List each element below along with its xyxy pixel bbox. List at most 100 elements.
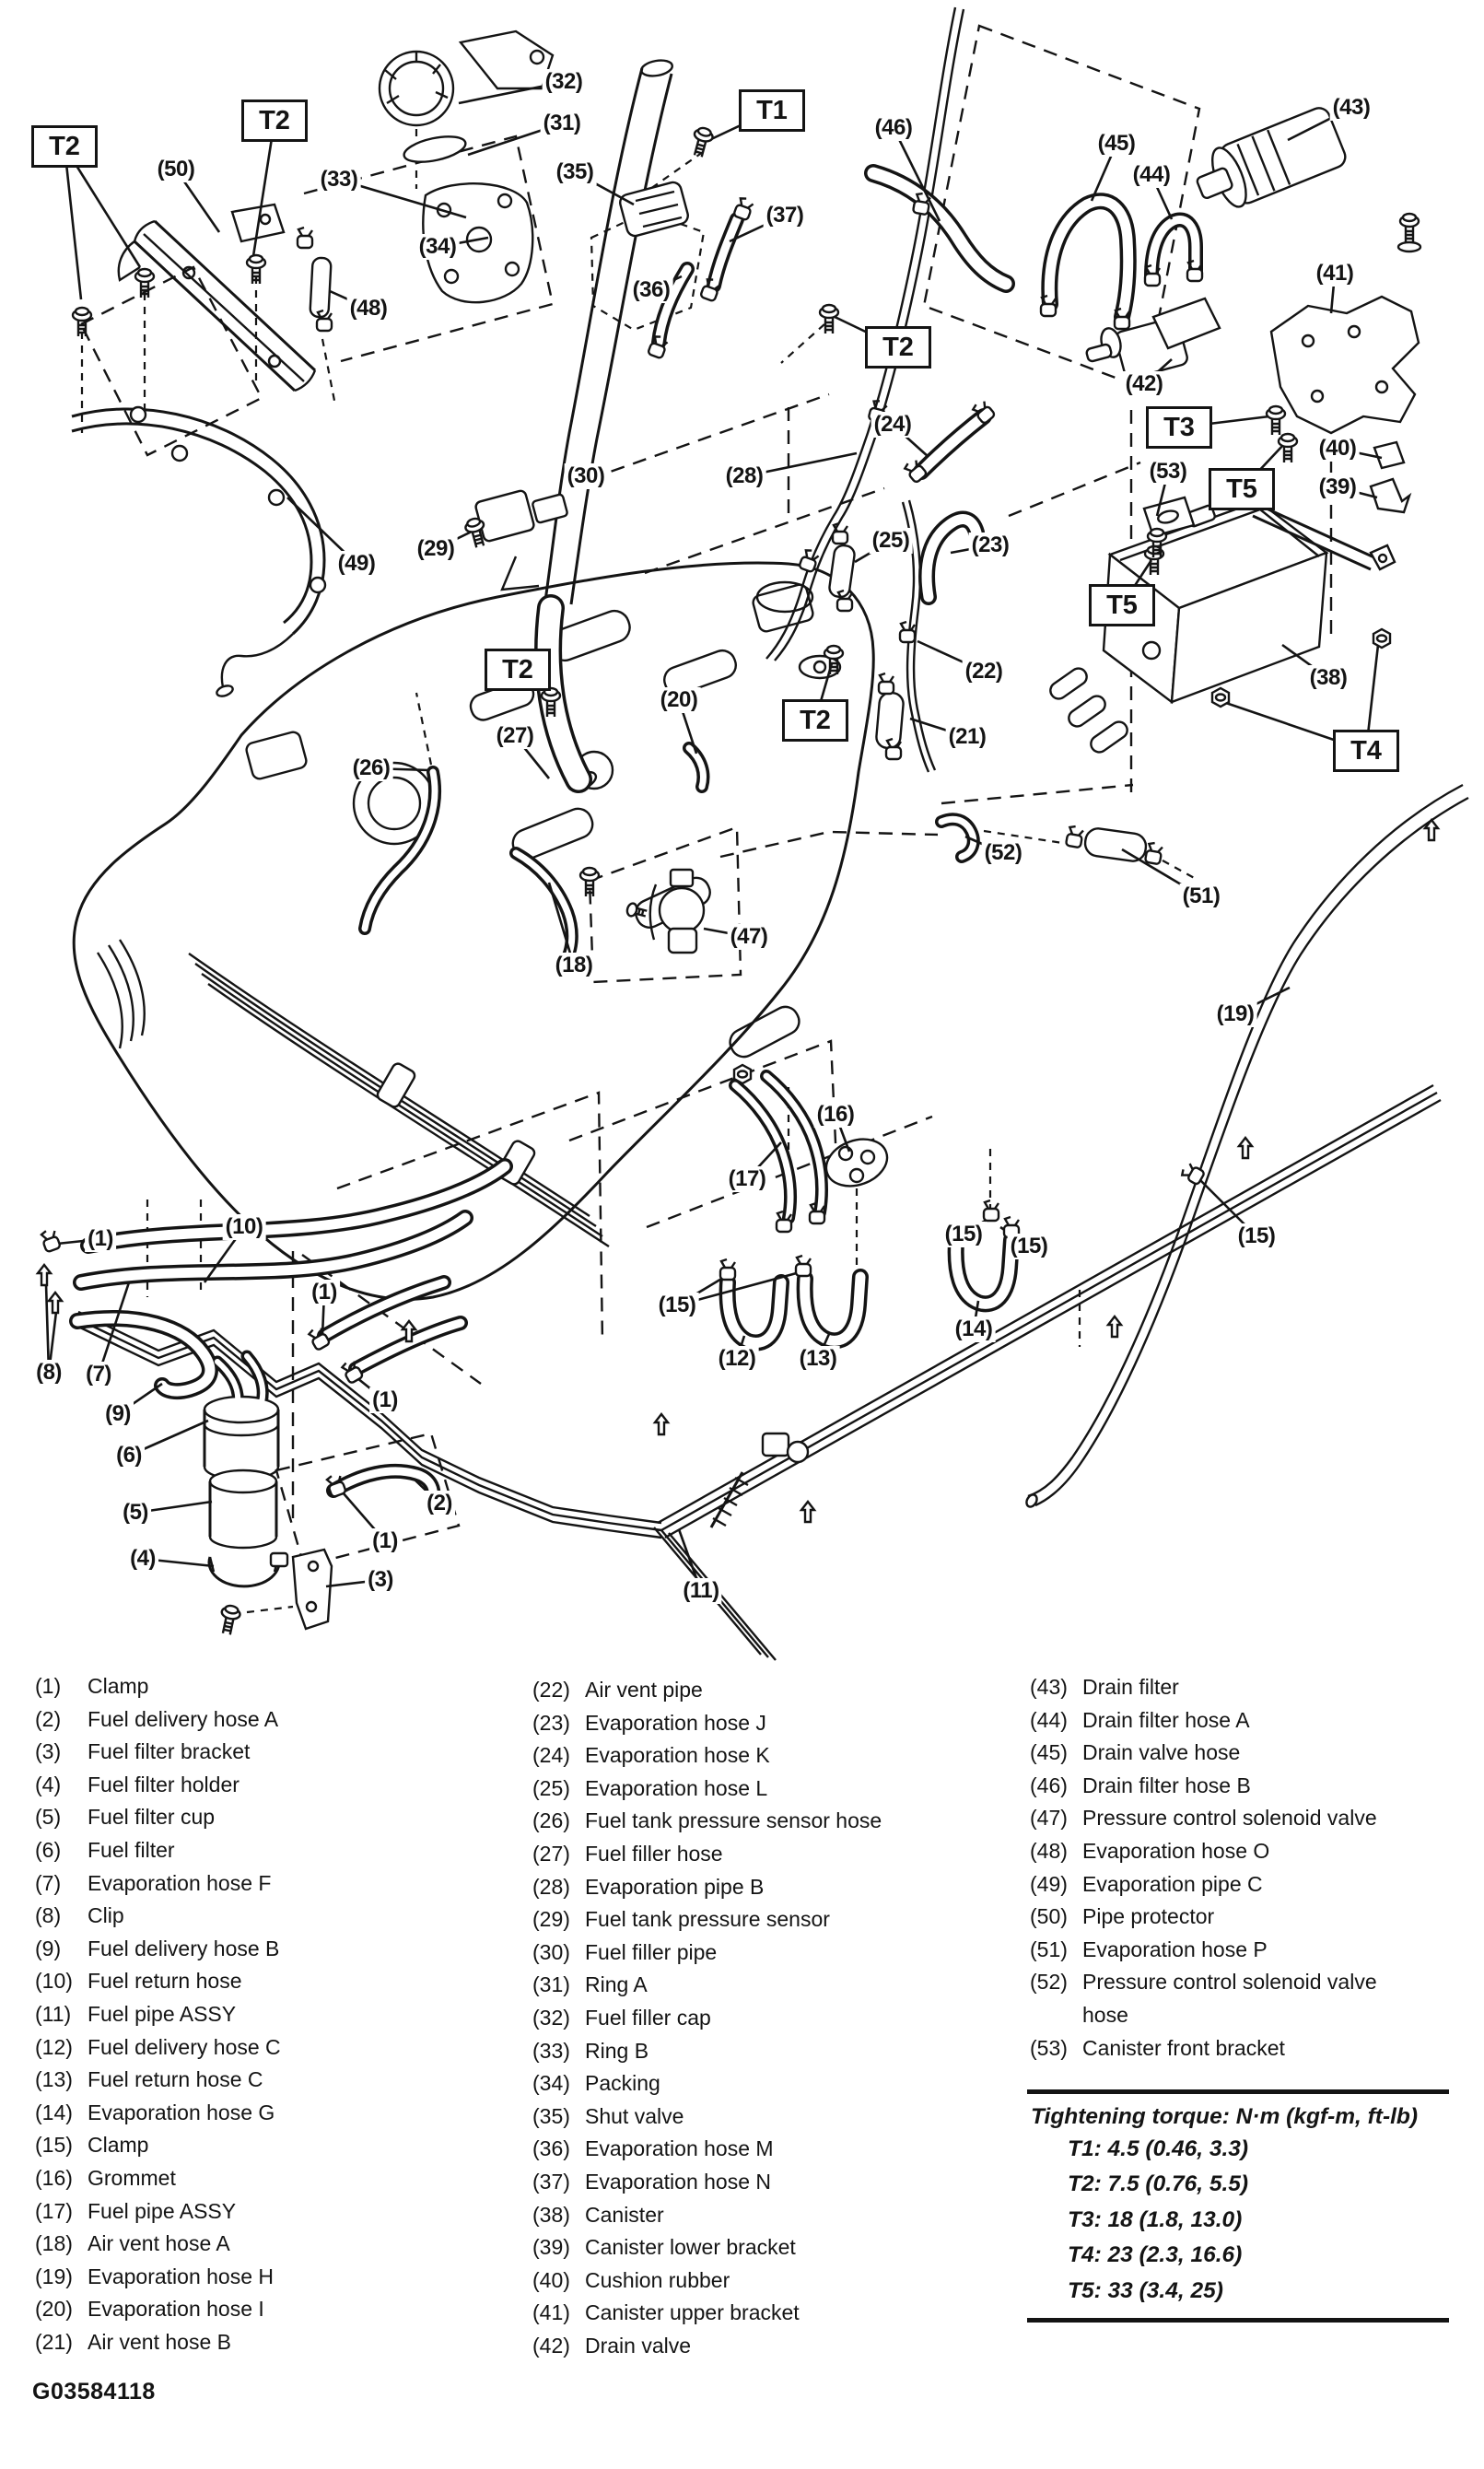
- legend-item: (8) Clip: [35, 1900, 509, 1933]
- torque-ref-box: T5: [1209, 468, 1275, 510]
- leader-line: [97, 1281, 131, 1375]
- legend-item-label: Drain valve hose: [1082, 1740, 1241, 1765]
- callout-label: (40): [1315, 436, 1360, 462]
- legend-item-label: Air vent hose B: [88, 2329, 231, 2354]
- callout-label: (15): [655, 1293, 699, 1318]
- callout-label: (41): [1313, 261, 1357, 287]
- legend-item-label: Ring B: [585, 2038, 649, 2063]
- legend-item-number: (26): [532, 1808, 570, 1833]
- legend-item: (46) Drain filter hose B: [1030, 1770, 1454, 1803]
- legend-item-label: Evaporation hose H: [88, 2264, 275, 2288]
- legend-item-number: (1): [35, 1674, 62, 1698]
- callout-label: (17): [725, 1166, 769, 1192]
- drain-filter-shape: [1196, 107, 1347, 208]
- construction-lines: [79, 24, 1333, 1568]
- callout-label: (1): [85, 1226, 116, 1252]
- callout-label: (38): [1306, 665, 1350, 691]
- callout-label: (47): [727, 924, 771, 950]
- legend-item-label: Evaporation hose F: [88, 1870, 272, 1895]
- legend-item: (30) Fuel filler pipe: [532, 1937, 1021, 1970]
- legend-item: (43) Drain filter: [1030, 1671, 1454, 1704]
- legend-item-number: (31): [532, 1972, 570, 1997]
- legend-item-label: Fuel pipe ASSY: [88, 2198, 237, 2223]
- tube-inner: [215, 1359, 241, 1407]
- callout-label: (48): [346, 296, 391, 322]
- legend-item: (44) Drain filter hose A: [1030, 1704, 1454, 1738]
- legend-item: (12) Fuel delivery hose C: [35, 2031, 509, 2065]
- legend-item: (10) Fuel return hose: [35, 1965, 509, 1998]
- callout-label: (1): [369, 1387, 401, 1413]
- callout-label: (24): [871, 412, 915, 438]
- callout-label: (51): [1179, 883, 1223, 909]
- callout-label: (5): [120, 1500, 151, 1526]
- callout-label: (23): [968, 532, 1012, 558]
- legend-item-label: Clamp: [88, 2133, 149, 2158]
- legend-item: (22) Air vent pipe: [532, 1674, 1021, 1707]
- legend-item: (33) Ring B: [532, 2035, 1021, 2068]
- tube-inner: [916, 411, 989, 477]
- legend-item-label: Fuel filter: [88, 1837, 175, 1862]
- legend-item: (2) Fuel delivery hose A: [35, 1703, 509, 1737]
- legend-item: (19) Evaporation hose H: [35, 2261, 509, 2294]
- legend-item: (3) Fuel filter bracket: [35, 1736, 509, 1769]
- legend-item-number: (44): [1030, 1707, 1068, 1732]
- legend-item-number: (21): [35, 2329, 73, 2354]
- callout-label: (36): [629, 277, 673, 303]
- legend-item-number: (52): [1030, 1970, 1068, 1995]
- legend-item-number: (53): [1030, 2035, 1068, 2060]
- tube-inner: [938, 815, 977, 860]
- tube-inner: [244, 1353, 266, 1405]
- legend-item: (9) Fuel delivery hose B: [35, 1933, 509, 1966]
- legend-item-number: (46): [1030, 1773, 1068, 1797]
- legend-item: (4) Fuel filter holder: [35, 1769, 509, 1802]
- legend-column-2: (22) Air vent pipe (23) Evaporation hose…: [532, 1674, 1021, 2362]
- legend-item-label: Evaporation hose P: [1082, 1937, 1268, 1961]
- tube-inner: [722, 1277, 787, 1348]
- callout-label: (16): [813, 1102, 858, 1128]
- leader-line: [251, 120, 276, 257]
- legend-item-number: (34): [532, 2071, 570, 2096]
- legend-item-number: (23): [532, 1710, 570, 1735]
- callout-label: (10): [222, 1214, 266, 1240]
- tube-inner: [763, 1072, 825, 1216]
- torque-ref-box: T2: [241, 99, 308, 142]
- legend-item-label: Fuel tank pressure sensor: [585, 1907, 830, 1932]
- leader-line: [63, 146, 83, 300]
- legend-item: (36) Evaporation hose M: [532, 2133, 1021, 2166]
- legend-item-label: Evaporation hose L: [585, 1775, 768, 1800]
- legend-item-number: (45): [1030, 1740, 1068, 1765]
- callout-label: (25): [869, 528, 913, 554]
- legend-item: (29) Fuel tank pressure sensor: [532, 1903, 1021, 1937]
- legend-item-label: Fuel filler hose: [585, 1841, 723, 1866]
- callout-label: (1): [369, 1528, 401, 1554]
- legend-item-number: (50): [1030, 1904, 1068, 1929]
- legend-item-number: (49): [1030, 1871, 1068, 1896]
- callout-label: (42): [1122, 371, 1166, 397]
- legend-item-number: (29): [532, 1907, 570, 1932]
- tube-inner: [320, 1278, 449, 1340]
- legend-item: (51) Evaporation hose P: [1030, 1934, 1454, 1967]
- callout-label: (34): [415, 234, 460, 260]
- legend-item-label: Drain filter hose A: [1082, 1707, 1250, 1732]
- callout-label: (21): [945, 724, 989, 750]
- legend-item-number: (22): [532, 1678, 570, 1702]
- legend-item: (6) Fuel filter: [35, 1834, 509, 1867]
- legend-item-label: Evaporation hose G: [88, 2100, 275, 2124]
- figure-id: G03584118: [32, 2379, 156, 2405]
- legend-item-label: Fuel delivery hose B: [88, 1936, 280, 1960]
- callout-label: (20): [657, 687, 701, 713]
- legend-item-number: (19): [35, 2264, 73, 2288]
- legend-item: (45) Drain valve hose: [1030, 1737, 1454, 1770]
- callout-label: (19): [1213, 1001, 1257, 1027]
- callout-label: (2): [424, 1491, 455, 1516]
- legend-item: (11) Fuel pipe ASSY: [35, 1998, 509, 2031]
- callout-label: (6): [113, 1443, 145, 1469]
- legend-item-number: (3): [35, 1739, 62, 1764]
- legend-item-label: Evaporation pipe B: [585, 1874, 765, 1899]
- tube-inner: [709, 215, 742, 290]
- callout-label: (53): [1146, 459, 1190, 485]
- legend-item-number: (2): [35, 1706, 62, 1731]
- callout-label: (15): [941, 1222, 986, 1247]
